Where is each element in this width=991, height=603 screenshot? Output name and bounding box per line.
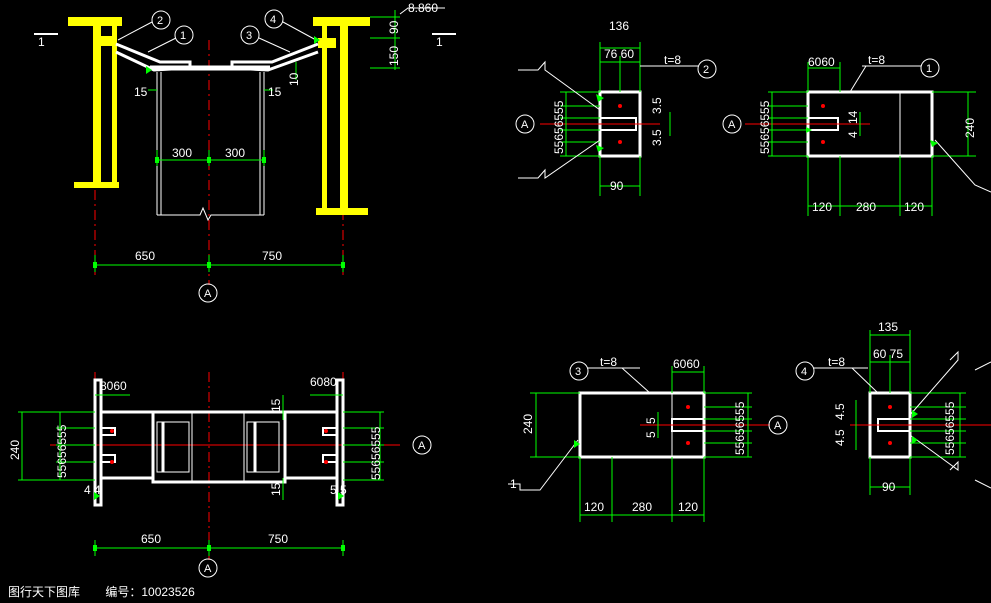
dim-90-vert: 90 bbox=[387, 20, 401, 34]
dim-240-d1: 240 bbox=[963, 118, 977, 138]
elevation-marker bbox=[399, 7, 445, 15]
dim-15-right: 15 bbox=[268, 85, 282, 99]
balloon-1-label: 1 bbox=[180, 30, 186, 42]
axis-balloon-d3: A bbox=[774, 420, 782, 432]
bracket-beam bbox=[115, 42, 319, 222]
dim-280-d3: 280 bbox=[632, 500, 652, 514]
balloon-3-label: 3 bbox=[246, 30, 252, 42]
section-mark-right-label: 1 bbox=[436, 35, 443, 49]
right-column bbox=[313, 17, 370, 215]
elevation-view bbox=[34, 7, 456, 303]
balloon-3b-label: 3 bbox=[575, 366, 581, 378]
left-column bbox=[68, 17, 122, 188]
dim-stack-d3: 55656555 bbox=[733, 401, 747, 455]
dim-60-75: 60 75 bbox=[873, 347, 903, 361]
dim-35-lower-d2: 3.5 bbox=[650, 129, 664, 146]
dim-10-vert: 10 bbox=[287, 72, 301, 86]
dim-300-right: 300 bbox=[225, 146, 245, 160]
axis-balloon-plan-right: A bbox=[418, 440, 426, 452]
balloons-top bbox=[117, 9, 317, 303]
dim-120-left-d3: 120 bbox=[584, 500, 604, 514]
dim-5-upper-d3: 5 bbox=[644, 417, 658, 424]
thickness-t8-1: t=8 bbox=[868, 53, 885, 67]
dim-stack-d1: 55656555 bbox=[758, 100, 772, 154]
dim-14-d1: 14 bbox=[846, 110, 860, 124]
dim-45-lower-d4: 4.5 bbox=[833, 429, 847, 446]
dimension-ticks bbox=[93, 36, 938, 551]
dim-35-upper-d2: 3.5 bbox=[650, 97, 664, 114]
axis-balloon-plan-bottom: A bbox=[204, 563, 212, 575]
balloon-2-label: 2 bbox=[157, 15, 163, 27]
footer-site: 图行天下图库 bbox=[8, 585, 81, 599]
dim-15-plan-bottom: 15 bbox=[269, 482, 283, 496]
dim-120-left-d1: 120 bbox=[812, 200, 832, 214]
dim-stack-plan-left: 55656555 bbox=[55, 424, 69, 478]
dim-650-plan: 650 bbox=[141, 532, 161, 546]
dim-stack-d2: 55656555 bbox=[552, 100, 566, 154]
footer: 图行天下图库 编号：10023526 bbox=[8, 583, 217, 600]
dim-300-left: 300 bbox=[172, 146, 192, 160]
balloon-1b-label: 1 bbox=[926, 63, 932, 75]
labels: 8.860 1 1 2 1 4 3 A 650 750 300 300 15 1… bbox=[8, 1, 977, 575]
detail-plate-3 bbox=[508, 361, 788, 522]
dim-6060-d3: 6060 bbox=[673, 357, 700, 371]
elevation-label: 8.860 bbox=[408, 1, 438, 15]
axis-balloon-d1: A bbox=[728, 119, 736, 131]
elevation-dimensions bbox=[94, 10, 400, 272]
thickness-t8-3: t=8 bbox=[600, 355, 617, 369]
dim-55-plan: 5 5 bbox=[330, 483, 347, 497]
balloon-4b-label: 4 bbox=[801, 366, 807, 378]
dim-6060-d1: 6060 bbox=[808, 55, 835, 69]
dim-6080-plan: 6080 bbox=[310, 375, 337, 389]
axis-balloon-d2: A bbox=[521, 119, 529, 131]
dim-120-right-d3: 120 bbox=[678, 500, 698, 514]
section-mark-left-label: 1 bbox=[38, 35, 45, 49]
footer-id: 编号：10023526 bbox=[105, 585, 195, 599]
balloon-4-label: 4 bbox=[270, 14, 276, 26]
section-c-mark: 1 bbox=[510, 477, 517, 491]
balloon-2b-label: 2 bbox=[703, 64, 709, 76]
dim-76-60: 76 60 bbox=[604, 47, 634, 61]
dim-240-plan: 240 bbox=[8, 440, 22, 460]
dim-90-d2: 90 bbox=[610, 179, 624, 193]
dim-136: 136 bbox=[609, 19, 629, 33]
plan-view bbox=[18, 372, 432, 578]
dim-280-d1: 280 bbox=[856, 200, 876, 214]
thickness-t8-4: t=8 bbox=[828, 355, 845, 369]
dim-5-lower-d3: 5 bbox=[644, 431, 658, 438]
axis-balloon-top: A bbox=[204, 288, 212, 300]
dim-8060-plan: 8060 bbox=[100, 379, 127, 393]
dim-15-left: 15 bbox=[134, 85, 148, 99]
detail-plate-4 bbox=[795, 330, 991, 495]
detail-plate-2 bbox=[515, 42, 717, 196]
dim-stack-plan-right: 55656555 bbox=[369, 426, 383, 480]
dim-90-d4: 90 bbox=[882, 480, 896, 494]
dim-650-top: 650 bbox=[135, 249, 155, 263]
dim-750-top: 750 bbox=[262, 249, 282, 263]
dim-750-plan: 750 bbox=[268, 532, 288, 546]
detail-plate-1 bbox=[722, 58, 991, 216]
dim-120-right-d1: 120 bbox=[904, 200, 924, 214]
dim-stack-d4: 55656555 bbox=[943, 401, 957, 455]
dim-44-plan: 4 4 bbox=[84, 483, 101, 497]
thickness-t8-2: t=8 bbox=[664, 53, 681, 67]
dim-15-plan-top: 15 bbox=[269, 398, 283, 412]
dim-135: 135 bbox=[878, 320, 898, 334]
dim-45-upper-d4: 4.5 bbox=[833, 403, 847, 420]
dim-240-d3: 240 bbox=[521, 414, 535, 434]
dim-150-vert: 150 bbox=[387, 46, 401, 66]
dim-4-d1: 4 bbox=[846, 131, 860, 138]
